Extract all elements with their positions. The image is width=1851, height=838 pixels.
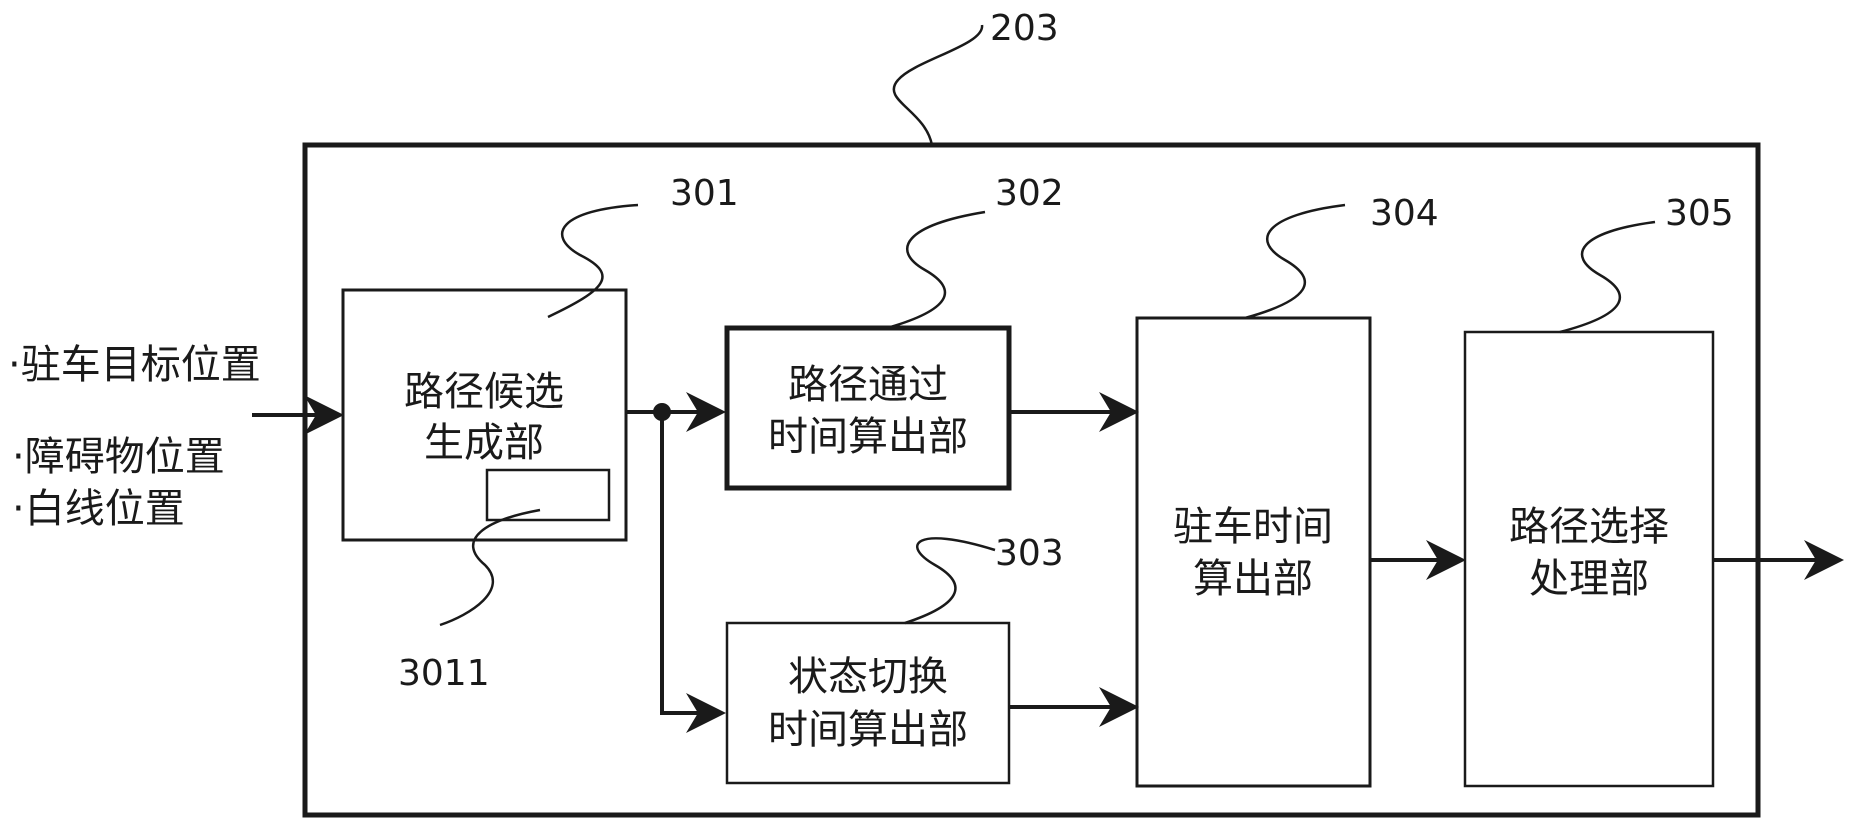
block-302-leader	[886, 210, 986, 330]
block-304-line1: 驻车时间	[1173, 504, 1333, 550]
block-305-ref: 305	[1665, 193, 1734, 234]
block-301-leader	[547, 203, 639, 319]
block-304-box	[1135, 316, 1372, 788]
block-301-line2: 生成部	[424, 420, 544, 466]
block-301-ref: 301	[670, 173, 739, 214]
block-3011-ref: 3011	[398, 653, 490, 694]
block-305-leader	[1559, 220, 1656, 334]
input-parking-target: ·驻车目标位置	[8, 342, 261, 388]
container-203-leader	[892, 24, 984, 146]
block-3011-box	[485, 468, 611, 522]
block-303-line1: 状态切换	[788, 654, 948, 700]
block-305-line1: 路径选择	[1509, 504, 1669, 550]
block-303-ref: 303	[995, 533, 1064, 574]
block-305-line2: 处理部	[1529, 556, 1649, 602]
block-303-line2: 时间算出部	[768, 707, 968, 753]
block-302-ref: 302	[995, 173, 1064, 214]
block-303-leader	[904, 537, 996, 625]
container-203-ref: 203	[990, 8, 1059, 49]
block-3011-leader	[439, 508, 541, 627]
container-203-box	[302, 142, 1761, 818]
input-white-line: ·白线位置	[12, 486, 185, 532]
block-301-box	[341, 288, 628, 542]
block-301-line1: 路径候选	[404, 369, 564, 415]
block-304-leader	[1244, 203, 1346, 320]
block-304-line2: 算出部	[1193, 556, 1313, 602]
block-303-box	[725, 621, 1011, 785]
block-302-box	[724, 325, 1012, 491]
block-304-ref: 304	[1370, 193, 1439, 234]
block-302-line1: 路径通过	[788, 362, 948, 408]
arrow-junction-to-303	[660, 412, 726, 733]
input-obstacle: ·障碍物位置	[12, 434, 225, 480]
block-302-line2: 时间算出部	[768, 414, 968, 460]
